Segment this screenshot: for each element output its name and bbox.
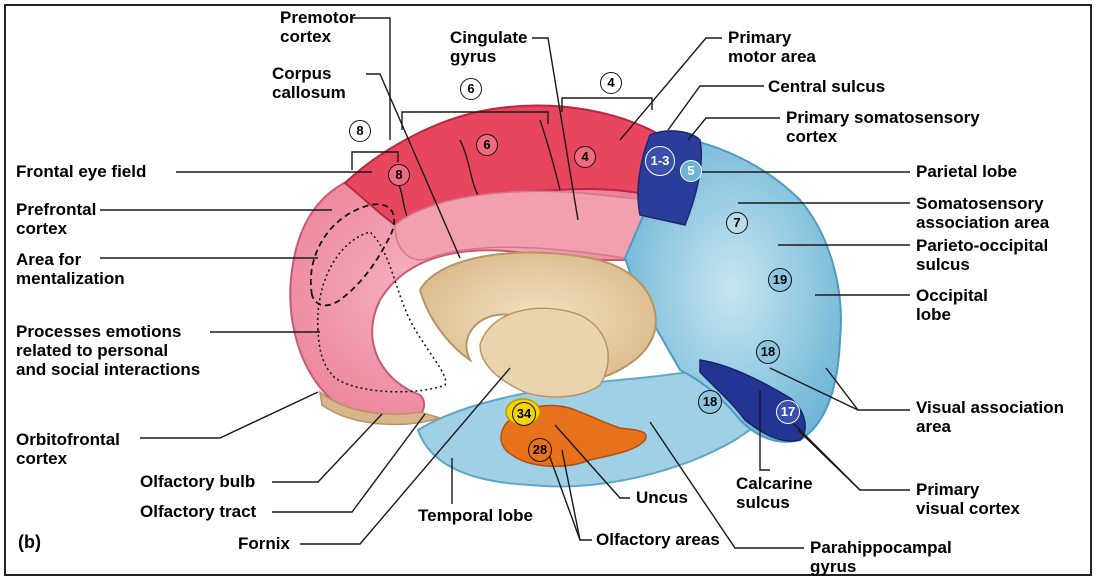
area-4-marker: 4 (574, 146, 596, 168)
area-6-top-marker: 6 (460, 78, 482, 100)
area-28-marker: 28 (528, 438, 552, 462)
area-34-marker: 34 (512, 402, 536, 426)
calcarine-label: Calcarine sulcus (736, 474, 813, 512)
visual-assoc-label: Visual association area (916, 398, 1064, 436)
parieto-occipital-label: Parieto-occipital sulcus (916, 236, 1048, 274)
area-7-marker: 7 (726, 212, 748, 234)
somatosensory-assoc-label: Somatosensory association area (916, 194, 1049, 232)
parahippocampal-label: Parahippocampal gyrus (810, 538, 952, 576)
olfactory-bulb-label: Olfactory bulb (140, 472, 255, 492)
frontal-eye-field-label: Frontal eye field (16, 162, 146, 182)
primary-somatosensory-label: Primary somatosensory cortex (786, 108, 980, 146)
parietal-lobe-label: Parietal lobe (916, 162, 1017, 182)
area-5-marker: 5 (680, 160, 702, 182)
area-18-lower-marker: 18 (698, 390, 722, 414)
orbitofrontal-label: Orbitofrontal cortex (16, 430, 120, 468)
mentalization-label: Area for mentalization (16, 250, 125, 288)
area-4-top-marker: 4 (600, 72, 622, 94)
olfactory-tract-label: Olfactory tract (140, 502, 256, 522)
emotions-label: Processes emotions related to personal a… (16, 322, 200, 379)
primary-visual-label: Primary visual cortex (916, 480, 1020, 518)
area-6-marker: 6 (476, 134, 498, 156)
area-8-marker: 8 (388, 164, 410, 186)
uncus-label: Uncus (636, 488, 688, 508)
temporal-lobe-label: Temporal lobe (418, 506, 533, 526)
area-1-3-marker: 1-3 (645, 146, 675, 176)
area-17-marker: 17 (776, 400, 800, 424)
premotor-label: Premotor cortex (280, 8, 356, 46)
olfactory-areas-label: Olfactory areas (596, 530, 720, 550)
panel-label: (b) (18, 532, 41, 553)
corpus-callosum-label: Corpus callosum (272, 64, 346, 102)
area-19-marker: 19 (768, 268, 792, 292)
fornix-label: Fornix (238, 534, 290, 554)
cingulate-label: Cingulate gyrus (450, 28, 527, 66)
area-18-upper-marker: 18 (756, 340, 780, 364)
primary-motor-label: Primary motor area (728, 28, 816, 66)
area-8-top-marker: 8 (349, 120, 371, 142)
prefrontal-label: Prefrontal cortex (16, 200, 96, 238)
occipital-label: Occipital lobe (916, 286, 988, 324)
central-sulcus-label: Central sulcus (768, 77, 885, 97)
